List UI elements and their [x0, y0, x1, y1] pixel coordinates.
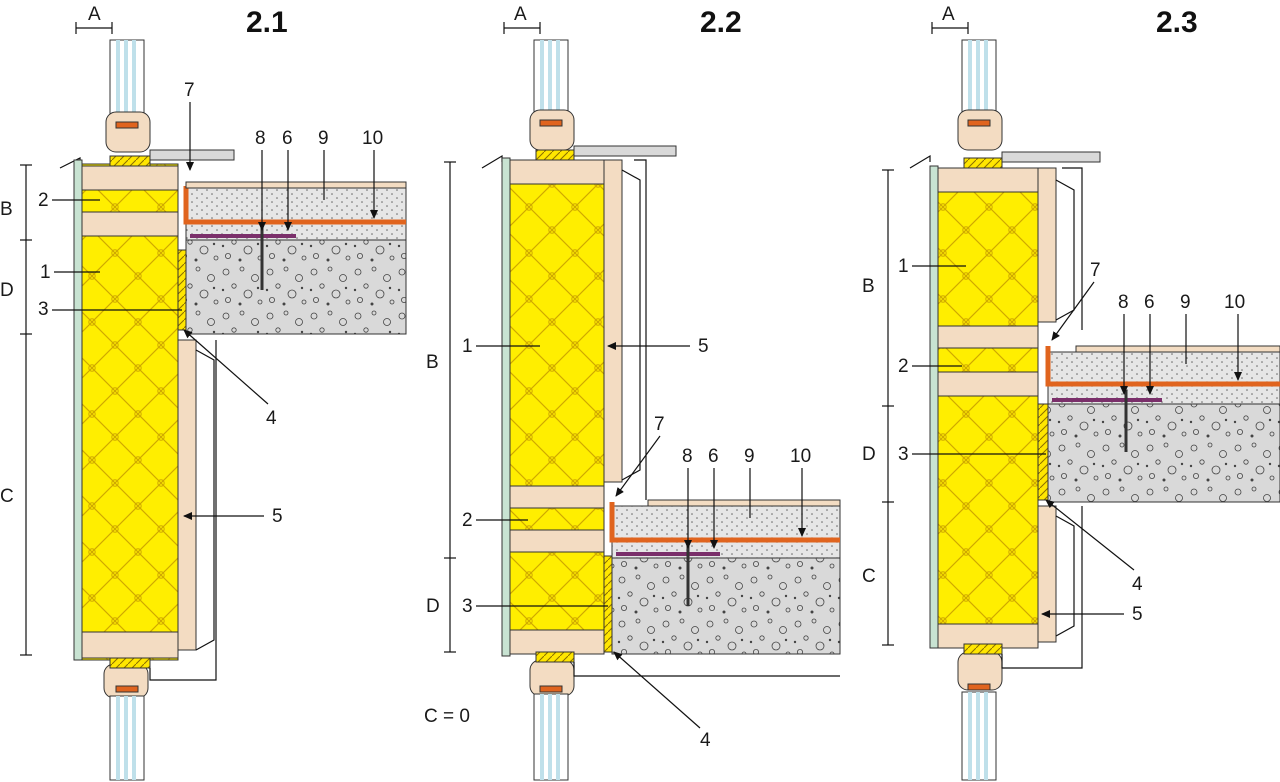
window-frame-top: [529, 39, 575, 151]
svg-text:C: C: [862, 566, 876, 587]
concrete-slab: [611, 557, 841, 655]
callouts: 1 2 3 4 5 6 7 8 9 10: [462, 336, 811, 751]
callout-number: 5: [272, 506, 283, 527]
callout-number: 3: [462, 596, 473, 617]
callouts: 1 2 3 4 5 6 7 8 9 10: [898, 256, 1245, 625]
svg-text:B: B: [0, 199, 13, 220]
window-frame-top: [957, 39, 1003, 151]
detail-2-1: 2.1 A: [0, 4, 407, 781]
callout-number: 9: [1180, 292, 1191, 313]
svg-text:D: D: [426, 596, 440, 617]
callout-number: 10: [790, 446, 811, 467]
callouts: 1 2 3 4 5 6 7 8 9 10: [38, 80, 383, 527]
callout-number: 7: [654, 414, 665, 435]
dimension-a: A: [931, 4, 969, 34]
callout-number: 2: [898, 356, 909, 377]
detail-2-3: 2.3 A: [862, 4, 1280, 781]
insulation-panel: [937, 167, 1039, 647]
svg-text:A: A: [514, 4, 527, 25]
callout-number: 1: [898, 256, 909, 277]
c-zero-note: C = 0: [424, 706, 470, 727]
detail-2-2: 2.2 A: [424, 4, 841, 781]
detail-title: 2.2: [700, 6, 742, 39]
detail-title: 2.1: [246, 6, 288, 39]
concrete-slab: [1047, 403, 1280, 503]
svg-text:D: D: [0, 280, 14, 301]
svg-text:C: C: [0, 486, 14, 507]
svg-text:A: A: [88, 4, 101, 25]
callout-number: 4: [266, 408, 277, 429]
callout-number: 3: [898, 444, 909, 465]
concrete-slab: [185, 239, 407, 335]
callout-number: 8: [255, 128, 266, 149]
zone-dimension: B D C = 0: [424, 161, 470, 727]
zone-dimension: B D C: [862, 169, 894, 646]
window-frame-top: [105, 39, 151, 153]
detail-title: 2.3: [1156, 6, 1198, 39]
insulation-panel: [509, 159, 605, 655]
callout-number: 5: [698, 336, 709, 357]
callout-number: 6: [708, 446, 719, 467]
callout-number: 9: [744, 446, 755, 467]
svg-text:B: B: [862, 276, 875, 297]
callout-number: 8: [682, 446, 693, 467]
callout-number: 6: [282, 128, 293, 149]
callout-number: 3: [38, 299, 49, 320]
callout-number: 7: [1090, 260, 1101, 281]
callout-number: 1: [40, 262, 51, 283]
callout-number: 4: [1132, 574, 1143, 595]
window-frame-bottom: [529, 659, 575, 781]
svg-text:D: D: [862, 444, 876, 465]
svg-text:A: A: [942, 4, 955, 25]
callout-number: 8: [1118, 292, 1129, 313]
insulation-panel: [81, 163, 179, 661]
callout-number: 9: [318, 128, 329, 149]
callout-number: 7: [184, 80, 195, 101]
dimension-a: A: [503, 4, 541, 34]
zone-dimension: B D C: [0, 164, 32, 656]
callout-number: 6: [1144, 292, 1155, 313]
window-frame-bottom: [103, 663, 149, 781]
callout-number: 5: [1132, 604, 1143, 625]
callout-number: 10: [1224, 292, 1245, 313]
dimension-a: A: [75, 4, 113, 34]
window-frame-bottom: [957, 651, 1003, 781]
svg-text:B: B: [426, 352, 439, 373]
callout-number: 1: [462, 336, 473, 357]
callout-number: 4: [700, 730, 711, 751]
callout-number: 2: [38, 190, 49, 211]
callout-number: 2: [462, 510, 473, 531]
callout-number: 10: [362, 128, 383, 149]
